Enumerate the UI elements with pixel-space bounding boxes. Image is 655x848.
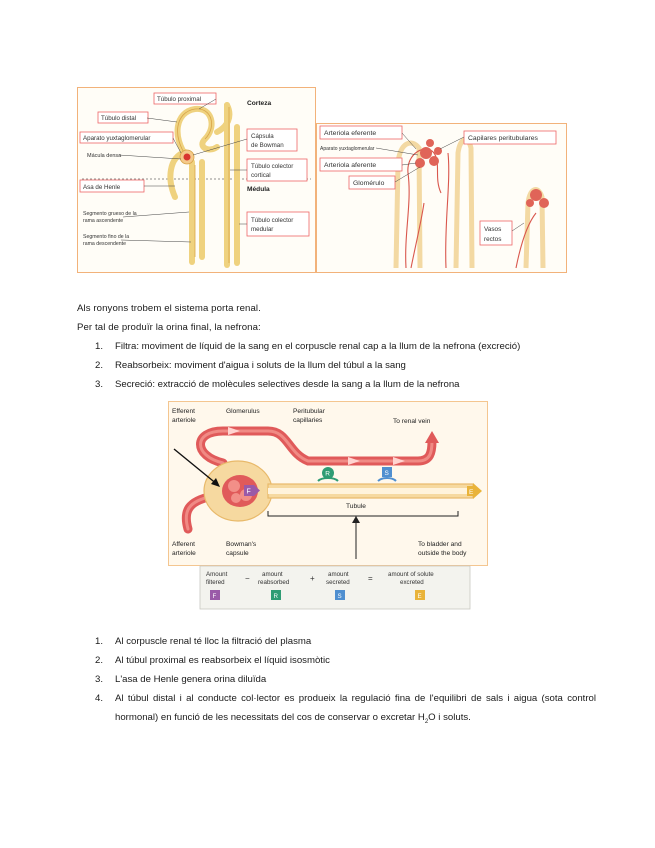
eq-minus: − bbox=[245, 574, 250, 583]
label-arteriola-aferente: Arteriola aferente bbox=[324, 162, 376, 169]
label-tubulo-distal: Túbulo distal bbox=[101, 115, 136, 122]
list-text: Reabsorbeix: moviment d'aigua i soluts d… bbox=[115, 360, 406, 371]
label-bowman: Bowman's bbox=[226, 541, 257, 548]
label-capsula-bowman-2: de Bowman bbox=[251, 142, 284, 149]
marker-f-text: F bbox=[247, 489, 251, 496]
list-number: 1. bbox=[95, 341, 103, 352]
eq-term1-2: filtered bbox=[206, 579, 225, 586]
intro-line-1: Als ronyons trobem el sistema porta rena… bbox=[77, 303, 261, 314]
figure-nephron-anatomy: Túbulo proximal Corteza Túbulo distal Ap… bbox=[77, 87, 316, 273]
list-text: Filtra: moviment de líquid de la sang en… bbox=[115, 341, 520, 352]
eq-term2-2: reabsorbed bbox=[258, 579, 290, 586]
label-efferent: Efferent bbox=[172, 408, 195, 415]
list-text: Al túbul distal i al conducte col·lector… bbox=[115, 689, 596, 732]
label-efferent-2: arteriole bbox=[172, 417, 196, 424]
eq-equals: = bbox=[368, 574, 373, 583]
list-text: L'asa de Henle genera orina diluïda bbox=[115, 674, 266, 685]
label-aparato-yuxtaglomerular: Aparato yuxtaglomerular bbox=[83, 135, 150, 142]
list-text: Secreció: extracció de molècules selecti… bbox=[115, 379, 460, 390]
eq-s: S bbox=[338, 593, 342, 600]
label-tubulo-colector-cortical: Túbulo colector bbox=[251, 163, 293, 170]
list-text: Al túbul proximal es reabsorbeix el líqu… bbox=[115, 655, 330, 666]
label-segmento-fino-2: rama descendente bbox=[83, 241, 126, 247]
eq-term1: Amount bbox=[206, 571, 228, 578]
label-medula: Médula bbox=[247, 186, 270, 193]
label-tubulo-colector-cortical-2: cortical bbox=[251, 172, 271, 179]
list-text-b: O i soluts. bbox=[428, 712, 471, 723]
label-arteriola-eferente: Arteriola eferente bbox=[324, 130, 376, 137]
eq-e: E bbox=[418, 593, 422, 600]
label-bowman-2: capsule bbox=[226, 550, 249, 557]
list-text: Al corpuscle renal té lloc la filtració … bbox=[115, 636, 311, 647]
label-segmento-fino: Segmento fino de la bbox=[83, 234, 129, 240]
intro-line-2: Per tal de produïr la orina final, la ne… bbox=[77, 322, 261, 333]
eq-term4-2: excreted bbox=[400, 579, 424, 586]
label-bladder-2: outside the body bbox=[418, 550, 467, 557]
label-segmento-grueso-2: rama ascendente bbox=[83, 218, 123, 224]
label-aparato-yuxtaglomerular-2: Aparato yuxtaglomerular bbox=[320, 146, 375, 152]
eq-r: R bbox=[274, 593, 279, 600]
list-number: 2. bbox=[95, 360, 103, 371]
eq-f: F bbox=[213, 593, 217, 600]
label-renal-vein: To renal vein bbox=[393, 418, 431, 425]
label-segmento-grueso: Segmento grueso de la bbox=[83, 211, 137, 217]
label-capilares-peritubulares: Capilares peritubulares bbox=[468, 135, 538, 142]
label-afferent: Afferent bbox=[172, 541, 195, 548]
label-peritubular-2: capillaries bbox=[293, 417, 323, 424]
eq-term4: amount of solute bbox=[388, 571, 434, 578]
eq-term3-2: secreted bbox=[326, 579, 350, 586]
marker-e-text: E bbox=[469, 489, 474, 496]
label-peritubular: Peritubular bbox=[293, 408, 326, 415]
label-afferent-2: arteriole bbox=[172, 550, 196, 557]
label-bladder: To bladder and bbox=[418, 541, 462, 548]
label-macula-densa: Mácula densa bbox=[87, 153, 122, 159]
list-text-a: Al túbul distal i al conducte col·lector… bbox=[115, 693, 596, 723]
label-glomerulus: Glomerulus bbox=[226, 408, 260, 415]
label-tubulo-colector-medular-2: medular bbox=[251, 226, 273, 233]
eq-term2: amount bbox=[262, 571, 283, 578]
eq-plus: + bbox=[310, 574, 315, 583]
label-tubulo-colector-medular: Túbulo colector bbox=[251, 217, 293, 224]
list-number: 3. bbox=[95, 379, 103, 390]
label-asa-henle: Asa de Henle bbox=[83, 184, 121, 191]
label-tubule: Tubule bbox=[346, 503, 366, 510]
marker-r-text: R bbox=[325, 471, 330, 478]
list-number: 4. bbox=[95, 693, 103, 704]
figure-nephron-processes: F R S E Efferent arteriole Glomerulus Pe… bbox=[168, 401, 488, 614]
marker-s-text: S bbox=[385, 470, 390, 477]
list-number: 1. bbox=[95, 636, 103, 647]
list-number: 3. bbox=[95, 674, 103, 685]
label-vasos-rectos-2: rectos bbox=[484, 236, 501, 243]
eq-term3: amount bbox=[328, 571, 349, 578]
label-glomerulo: Glomérulo bbox=[353, 180, 385, 187]
list-number: 2. bbox=[95, 655, 103, 666]
label-corteza: Corteza bbox=[247, 100, 272, 107]
label-tubulo-proximal: Túbulo proximal bbox=[157, 96, 201, 103]
figure-nephron-vasculature: Arteriola eferente Aparato yuxtaglomerul… bbox=[316, 123, 567, 273]
label-capsula-bowman: Cápsula bbox=[251, 133, 274, 140]
label-vasos-rectos: Vasos bbox=[484, 226, 501, 233]
